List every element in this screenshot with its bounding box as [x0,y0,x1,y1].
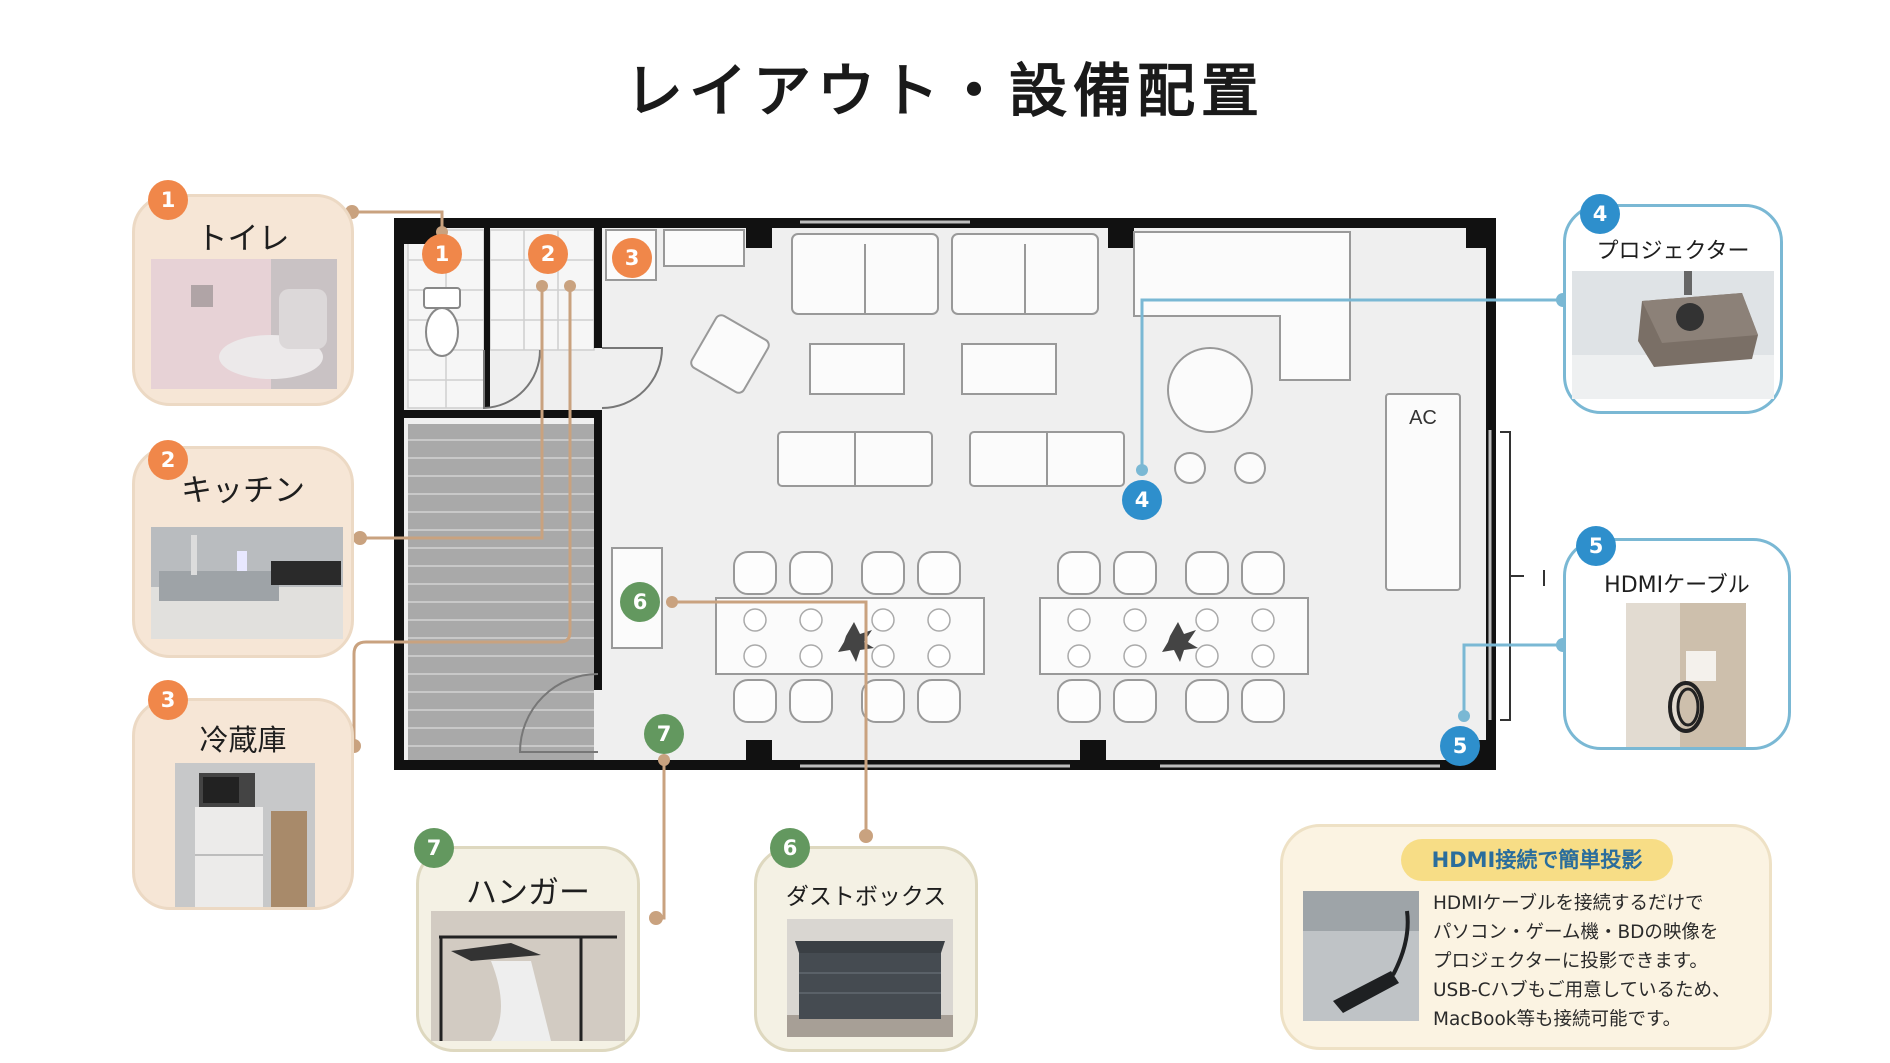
info-description: HDMIケーブルを接続するだけで パソコン・ゲーム機・BDの映像を プロジェクタ… [1433,889,1773,1034]
card-number-4: 4 [1580,194,1620,234]
card-number-2: 2 [148,440,188,480]
card-projector: プロジェクター [1563,204,1783,414]
card-label: ハンガー [466,875,590,911]
connector-6 [672,600,868,836]
card-label: キッチン [181,473,305,509]
card-dust-box: ダストボックス [754,846,978,1052]
page-title: レイアウト・設備配置 [624,57,1265,125]
usb-hub-photo [1303,891,1419,1021]
marker-7: 7 [644,714,684,754]
toilet-photo [151,259,337,389]
marker-6: 6 [620,582,660,622]
card-label: ダストボックス [785,884,947,910]
connector-4 [1140,298,1563,470]
kitchen-photo [151,527,343,639]
table-plants [838,622,1198,662]
info-line: HDMIケーブルを接続するだけで [1433,893,1704,914]
hdmi-cable-photo [1626,603,1746,747]
marker-4: 4 [1122,480,1162,520]
dining-chairs [733,551,1285,723]
card-number-7: 7 [414,828,454,868]
marker-1: 1 [422,234,462,274]
card-hdmi-cable: HDMIケーブル [1563,538,1791,750]
marker-3: 3 [612,238,652,278]
dust-box-photo [787,919,953,1037]
marker-5: 5 [1440,726,1480,766]
card-kitchen: キッチン [132,446,354,658]
toilet-fixture [423,287,461,357]
hdmi-info-box: HDMI接続で簡単投影 HDMIケーブルを接続するだけで パソコン・ゲーム機・B… [1280,824,1772,1050]
connector-2 [360,286,544,540]
fridge-photo [175,763,315,907]
info-line: パソコン・ゲーム機・BDの映像を [1433,922,1719,943]
connector-5 [1462,643,1563,716]
connector-7 [656,760,666,920]
card-number-3: 3 [148,680,188,720]
card-fridge: 冷蔵庫 [132,698,354,910]
connector-lines [352,210,1563,920]
card-toilet: トイレ [132,194,354,406]
card-label: トイレ [196,221,290,257]
card-number-5: 5 [1576,526,1616,566]
info-line: プロジェクターに投影できます。 [1433,951,1708,972]
ac-label: AC [1409,407,1437,429]
screen-bracket [1500,431,1524,721]
info-line: USB-Cハブもご用意しているため、 [1433,980,1731,1001]
card-label: 冷蔵庫 [199,723,287,757]
table-plates [743,608,1275,668]
info-line: MacBook等も接続可能です。 [1433,1009,1682,1030]
connector-1 [352,210,444,232]
card-number-1: 1 [148,180,188,220]
connector-3 [352,286,572,746]
storage-area [408,424,594,760]
marker-2: 2 [528,234,568,274]
hanger-photo [431,911,625,1041]
card-label: HDMIケーブル [1604,573,1750,598]
card-number-6: 6 [770,828,810,868]
info-heading: HDMI接続で簡単投影 [1401,839,1673,881]
card-hanger: ハンガー [416,846,640,1052]
windows [800,220,1492,768]
card-label: プロジェクター [1596,239,1750,264]
projector-photo [1572,271,1774,399]
doors [483,347,664,753]
